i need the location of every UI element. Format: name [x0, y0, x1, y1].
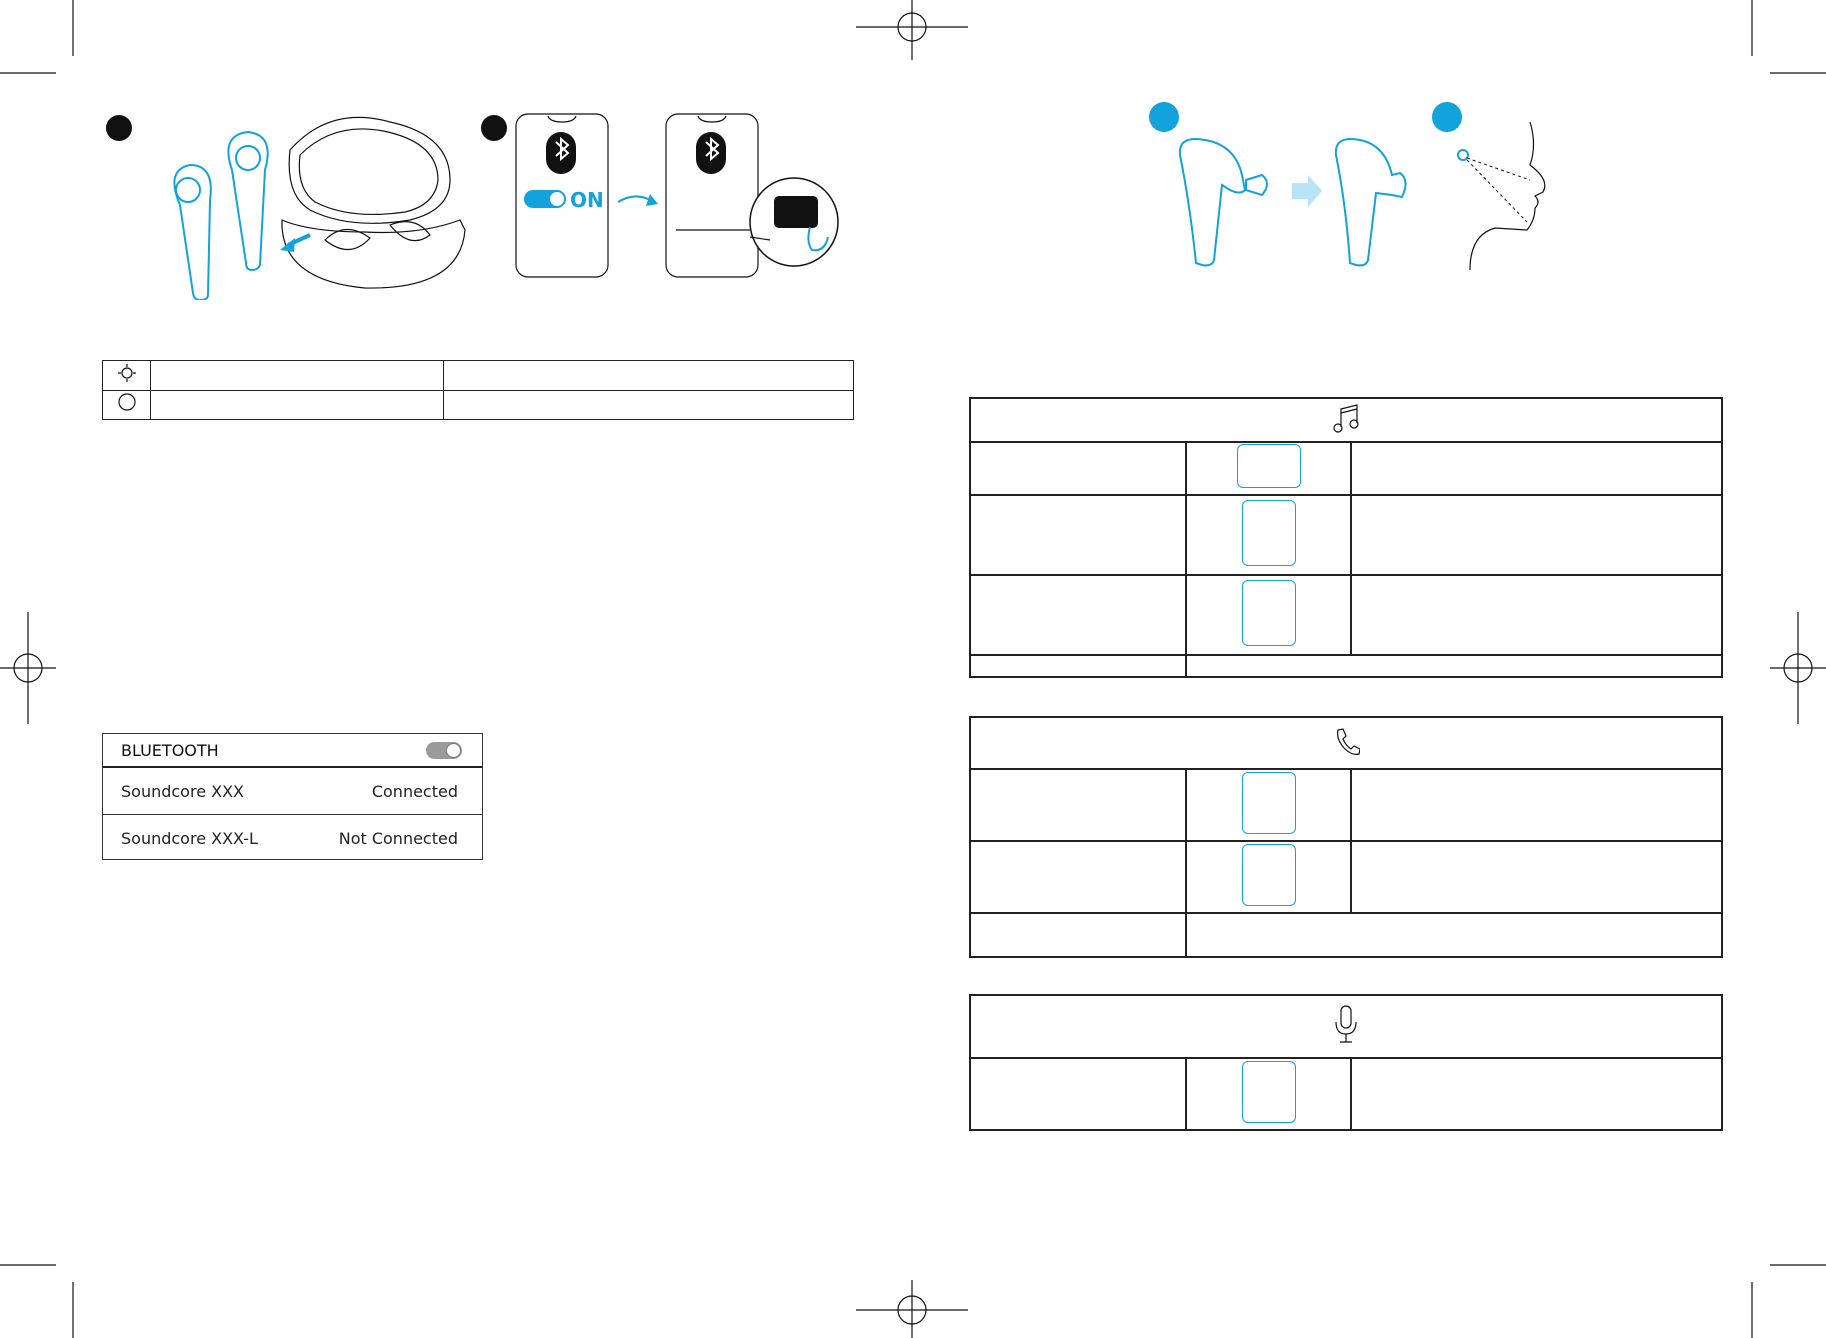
bluetooth-on-label: ON — [570, 188, 604, 212]
table-row — [969, 716, 1723, 770]
table-cell — [1350, 494, 1723, 576]
music-note-icon — [969, 397, 1723, 443]
call-controls-table — [969, 716, 1723, 958]
table-cell — [443, 389, 854, 420]
device-status: Connected — [371, 781, 458, 801]
device-row[interactable]: Soundcore XXX Connected — [103, 768, 482, 814]
bluetooth-toggle[interactable] — [426, 741, 462, 759]
device-name: Soundcore XXX-L — [121, 828, 258, 848]
step-badge-4 — [1432, 102, 1462, 132]
table-cell — [1185, 654, 1723, 678]
table-cell — [969, 912, 1187, 958]
table-cell — [1350, 840, 1723, 914]
answer-call-gesture-icon — [1185, 768, 1352, 842]
table-row — [969, 441, 1723, 496]
double-tap-gesture-icon — [1185, 441, 1352, 496]
device-status: Not Connected — [338, 828, 458, 848]
table-row — [969, 994, 1723, 1059]
eartip-fitting-illustration — [1178, 138, 1407, 267]
table-cell — [1350, 574, 1723, 656]
table-row — [969, 574, 1723, 656]
reject-call-gesture-icon — [1185, 840, 1352, 914]
microphone-icon — [969, 994, 1723, 1059]
earbuds-case-illustration — [173, 116, 466, 300]
table-cell — [443, 360, 854, 391]
phone-pairing-illustration — [515, 113, 839, 278]
device-name: Soundcore XXX — [121, 781, 245, 801]
table-cell — [969, 441, 1187, 496]
table-row — [969, 912, 1723, 958]
table-row — [969, 1057, 1723, 1131]
play-next-gesture-icon — [1185, 494, 1352, 576]
table-cell — [969, 494, 1187, 576]
table-cell — [1350, 1057, 1723, 1131]
led-off-icon — [102, 389, 151, 420]
voice-assistant-gesture-icon — [1185, 1057, 1352, 1131]
bluetooth-device-list: BLUETOOTH Soundcore XXX Connected Soundc… — [102, 733, 483, 860]
voice-assistant-table — [969, 994, 1723, 1131]
table-row — [969, 654, 1723, 678]
table-cell — [969, 574, 1187, 656]
table-cell — [1350, 441, 1723, 496]
device-row[interactable]: Soundcore XXX-L Not Connected — [103, 814, 482, 861]
bluetooth-title: BLUETOOTH — [121, 740, 219, 760]
table-cell — [969, 840, 1187, 914]
step-badge-2 — [481, 115, 507, 141]
table-cell — [150, 389, 444, 420]
table-row — [102, 360, 854, 391]
music-controls-table — [969, 397, 1723, 678]
table-cell — [1350, 768, 1723, 842]
table-row — [969, 397, 1723, 443]
led-blinking-icon — [102, 360, 151, 391]
table-cell — [150, 360, 444, 391]
previous-track-gesture-icon — [1185, 574, 1352, 656]
table-cell — [1185, 912, 1723, 958]
step-badge-3 — [1149, 102, 1179, 132]
step-badge-1 — [106, 115, 132, 141]
table-cell — [969, 654, 1187, 678]
led-indicator-table — [102, 360, 854, 420]
table-cell — [969, 768, 1187, 842]
phone-icon — [969, 716, 1723, 770]
table-row — [969, 840, 1723, 914]
table-row — [969, 494, 1723, 576]
bluetooth-header: BLUETOOTH — [103, 734, 482, 768]
table-row — [969, 768, 1723, 842]
mic-position-illustration — [1457, 121, 1546, 270]
table-cell — [969, 1057, 1187, 1131]
table-row — [102, 389, 854, 420]
